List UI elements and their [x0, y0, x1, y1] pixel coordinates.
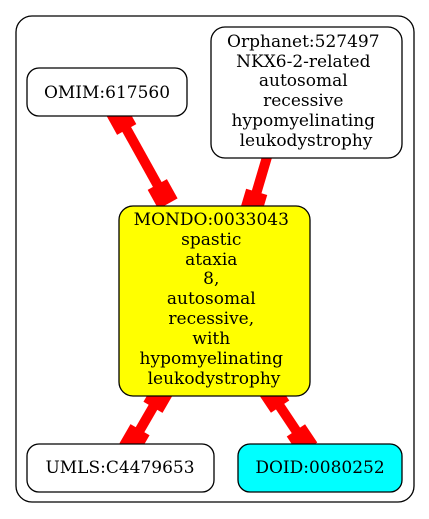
node-omim-label: OMIM:617560 — [44, 83, 170, 103]
node-mondo-line: 8, — [203, 269, 219, 289]
node-omim-line: OMIM:617560 — [44, 83, 170, 103]
node-orphanet-line: NKX6-2-related — [236, 52, 370, 72]
node-mondo-box — [118, 205, 311, 397]
edge-omim-mondo — [106, 104, 178, 210]
node-orphanet[interactable]: Orphanet:527497 NKX6-2-related autosomal… — [210, 26, 403, 159]
node-mondo-line: spastic — [181, 230, 241, 250]
node-mondo-label: MONDO:0033043 spastic ataxia 8, autosoma… — [134, 210, 295, 389]
node-mondo-line: leukodystrophy — [148, 369, 281, 389]
node-orphanet-line: recessive — [263, 91, 343, 111]
node-orphanet-line: Orphanet:527497 — [227, 32, 380, 52]
node-doid-label: DOID:0080252 — [255, 458, 384, 478]
node-orphanet-line: hypomyelinating — [232, 111, 376, 131]
node-orphanet-label: Orphanet:527497 NKX6-2-related autosomal… — [227, 32, 385, 151]
node-mondo-line: ataxia — [185, 250, 237, 270]
node-mondo-line: recessive, — [168, 309, 254, 329]
node-orphanet-box — [210, 26, 403, 159]
cluster-border — [15, 15, 415, 503]
node-umls[interactable]: UMLS:C4479653 — [26, 443, 215, 493]
node-mondo-line: MONDO:0033043 — [134, 210, 289, 230]
node-mondo[interactable]: MONDO:0033043 spastic ataxia 8, autosoma… — [118, 205, 311, 397]
node-doid[interactable]: DOID:0080252 — [237, 443, 403, 493]
node-omim-box — [26, 67, 188, 117]
edge-end-marker — [147, 179, 178, 210]
node-umls-line: UMLS:C4479653 — [45, 458, 194, 478]
node-mondo-line: with — [192, 329, 230, 349]
node-umls-label: UMLS:C4479653 — [45, 458, 194, 478]
node-doid-box — [237, 443, 403, 493]
node-orphanet-line: autosomal — [259, 71, 348, 91]
node-mondo-line: autosomal — [167, 289, 256, 309]
node-doid-line: DOID:0080252 — [255, 458, 384, 478]
node-orphanet-line: leukodystrophy — [240, 131, 373, 151]
node-omim[interactable]: OMIM:617560 — [26, 67, 188, 117]
node-umls-box — [26, 443, 215, 493]
node-mondo-line: hypomyelinating — [140, 349, 284, 369]
